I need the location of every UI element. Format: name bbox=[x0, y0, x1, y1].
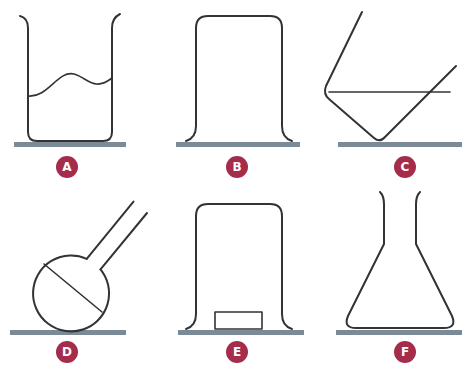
letter-badge: D bbox=[56, 341, 78, 363]
shelves bbox=[10, 142, 462, 335]
shelf bbox=[14, 142, 126, 147]
shelf bbox=[338, 142, 462, 147]
letter-badge: B bbox=[226, 156, 248, 178]
badge-letter: F bbox=[401, 346, 409, 358]
badge-letter: E bbox=[233, 346, 241, 358]
inverted-jar bbox=[186, 204, 292, 329]
shelf bbox=[176, 142, 300, 147]
badge-letter: B bbox=[232, 161, 241, 173]
badge-letter: D bbox=[62, 346, 72, 358]
shelf bbox=[336, 330, 462, 335]
beaker bbox=[20, 14, 120, 141]
shelf bbox=[178, 330, 304, 335]
flask-neck bbox=[101, 213, 148, 269]
flask-neck bbox=[87, 202, 134, 259]
liquid-surface bbox=[44, 264, 102, 312]
block bbox=[215, 312, 262, 329]
liquid-surface bbox=[329, 91, 450, 93]
inverted-jar bbox=[186, 16, 292, 141]
badge-letter: C bbox=[401, 161, 410, 173]
letter-badge: C bbox=[394, 156, 416, 178]
round-flask-bulb bbox=[33, 255, 109, 331]
letter-badge: F bbox=[394, 341, 416, 363]
tilted-beaker bbox=[325, 12, 456, 140]
letter-badge: A bbox=[56, 156, 78, 178]
letter-badge: E bbox=[226, 341, 248, 363]
badge-letter: A bbox=[62, 161, 71, 173]
liquid-surface bbox=[28, 74, 112, 96]
erlenmeyer-flask bbox=[347, 192, 454, 328]
